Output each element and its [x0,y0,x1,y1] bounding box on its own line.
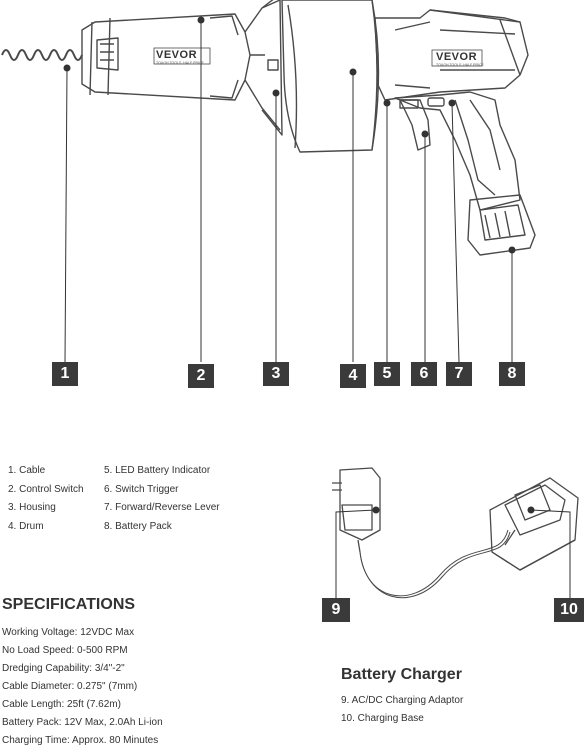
callout-7: 7 [446,362,472,386]
vevor-logo-text-front: VEVOR [156,49,197,61]
vevor-tagline-handle: TOUGH TOOLS, HALF PRICE [436,63,484,67]
callout-10: 10 [554,598,584,622]
spec-item: Battery Pack: 12V Max, 2.0Ah Li-ion [2,714,163,732]
spec-item: Working Voltage: 12VDC Max [2,624,163,642]
callout-5: 5 [374,362,400,386]
spec-item: Dredging Capability: 3/4"-2" [2,660,163,678]
vevor-logo-text-handle: VEVOR [436,51,477,63]
vevor-tagline-front: TOUGH TOOLS, HALF PRICE [156,61,204,65]
part-item: 4. Drum [8,518,84,537]
callout-6: 6 [411,362,437,386]
specifications-title: SPECIFICATIONS [2,596,135,614]
part-item: 7. Forward/Reverse Lever [104,499,220,518]
charging-base [490,478,578,570]
callout-1: 1 [52,362,78,386]
charger-item: 9. AC/DC Charging Adaptor [341,692,463,710]
callout-8: 8 [499,362,525,386]
part-item: 1. Cable [8,462,84,481]
callout-9: 9 [322,598,350,622]
callout-2: 2 [188,364,214,388]
part-item: 8. Battery Pack [104,518,220,537]
specifications-list: Working Voltage: 12VDC Max No Load Speed… [2,624,163,750]
spec-item: No Load Speed: 0-500 RPM [2,642,163,660]
callout-3: 3 [263,362,289,386]
parts-list-right: 5. LED Battery Indicator 6. Switch Trigg… [104,462,220,536]
cable-coil [2,50,82,60]
battery-charger-title: Battery Charger [341,666,462,684]
charging-adaptor [332,468,510,598]
charger-item: 10. Charging Base [341,710,463,728]
spec-item: Cable Length: 25ft (7.62m) [2,696,163,714]
part-item: 5. LED Battery Indicator [104,462,220,481]
parts-list-left: 1. Cable 2. Control Switch 3. Housing 4.… [8,462,84,536]
spec-item: Cable Diameter: 0.275" (7mm) [2,678,163,696]
part-item: 6. Switch Trigger [104,481,220,500]
spec-item: Charging Time: Approx. 80 Minutes [2,732,163,750]
part-item: 2. Control Switch [8,481,84,500]
callout-4: 4 [340,364,366,388]
part-item: 3. Housing [8,499,84,518]
charger-items-list: 9. AC/DC Charging Adaptor 10. Charging B… [341,692,463,728]
